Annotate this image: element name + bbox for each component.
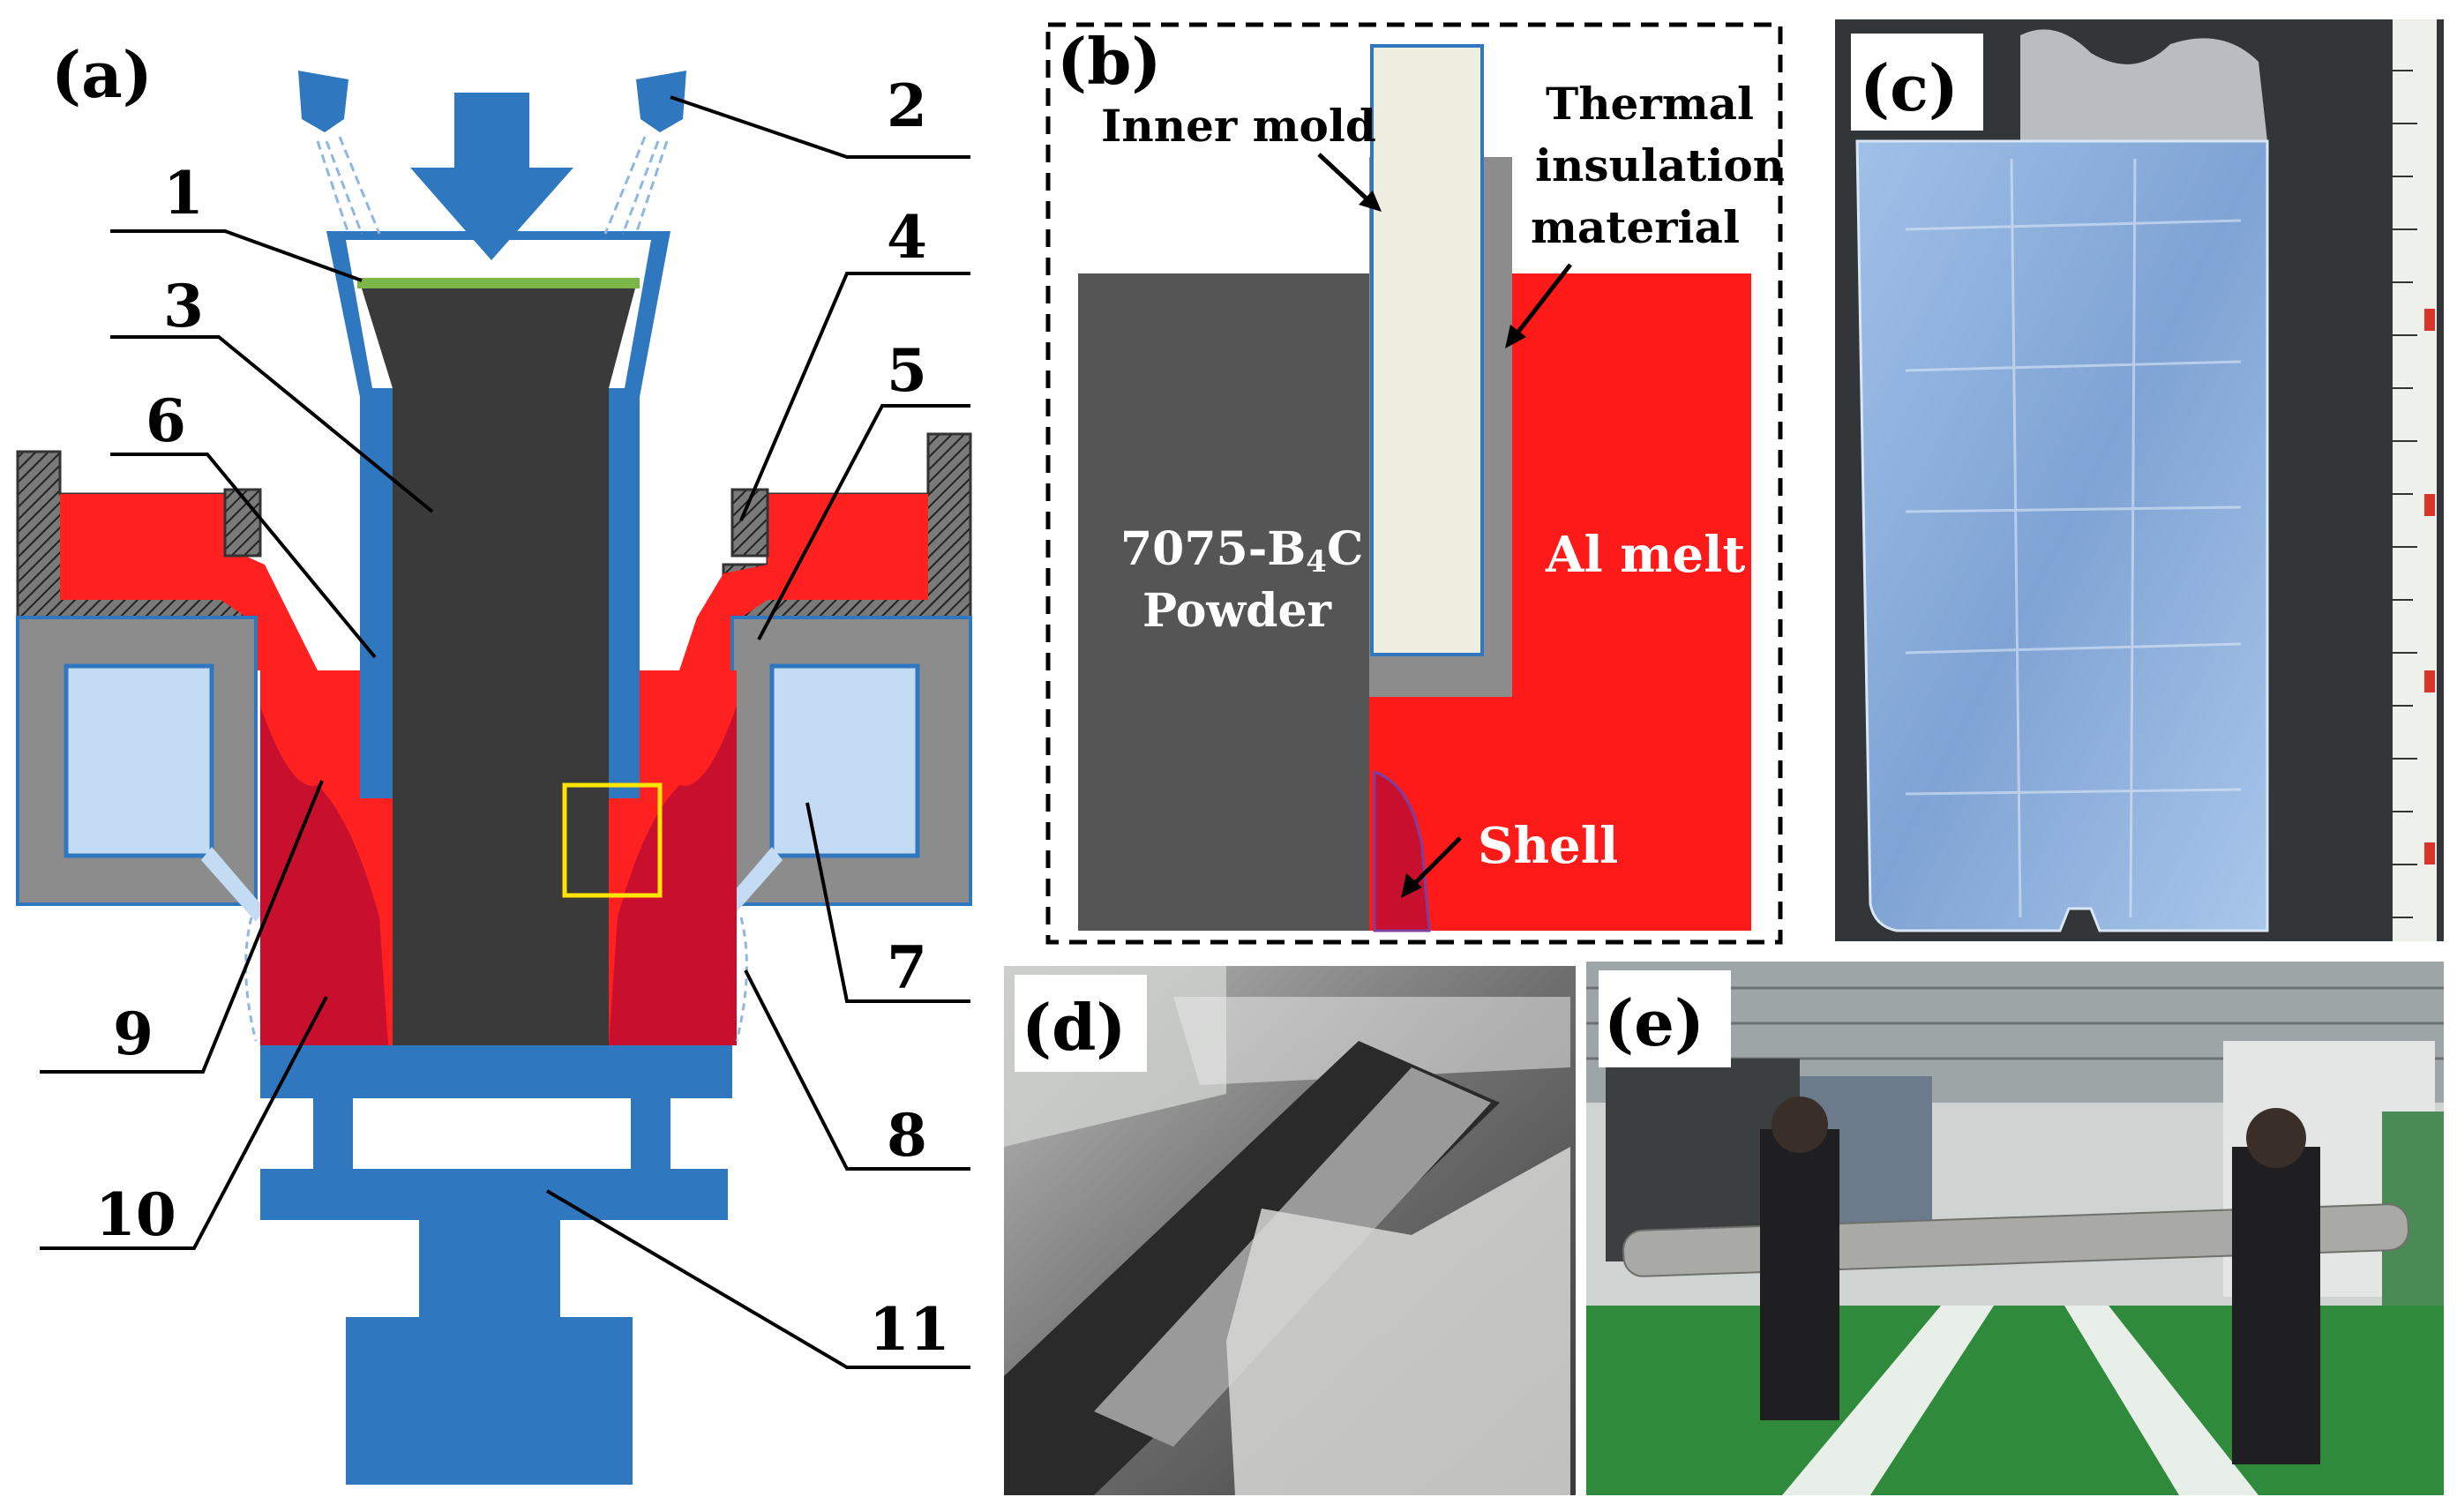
callout-9: 9 [113, 999, 154, 1068]
panel-a-schematic [16, 71, 972, 1485]
callout-1: 1 [163, 159, 204, 228]
left-plug [223, 488, 262, 558]
panel-d-casting-photo [1004, 966, 1576, 1495]
right-shell [609, 706, 737, 1045]
ruler [2393, 19, 2437, 941]
callout-11: 11 [869, 1295, 950, 1364]
callout-5: 5 [887, 336, 927, 405]
panel-label-b: (b) [1057, 24, 1161, 99]
panel-label-d: (d) [1022, 990, 1126, 1065]
al-melt-region [1509, 273, 1751, 931]
panel-label-e: (e) [1604, 985, 1704, 1060]
support-right [631, 1098, 670, 1169]
left-shell [260, 706, 388, 1045]
panel-b-frame [1045, 22, 1783, 945]
dummy-bar-plate [260, 1045, 732, 1098]
highlight-box [562, 782, 663, 898]
panel-c-ingot-photo [1835, 19, 2444, 941]
right-melt-channel [679, 494, 928, 670]
green-powder-surface [357, 278, 640, 288]
callout-4: 4 [887, 203, 927, 272]
thermal-label-3: material [1531, 201, 1740, 253]
thermal-label-1: Thermal [1546, 78, 1754, 130]
al-melt-label: Al melt [1545, 526, 1745, 584]
support-left [313, 1098, 353, 1169]
callout-6: 6 [146, 386, 186, 455]
right-dashed-spray [735, 917, 748, 1042]
right-cooling-chamber [769, 663, 920, 858]
person-right [2232, 1147, 2320, 1464]
ingot-top-rough [2020, 29, 2267, 142]
shell-label: Shell [1478, 817, 1618, 875]
inner-mold-bar [1370, 44, 1484, 656]
ram-stem [419, 1220, 560, 1317]
callout-2: 2 [887, 71, 927, 140]
right-nozzle-icon [603, 71, 686, 235]
callout-7: 7 [887, 933, 927, 1002]
callout-10: 10 [95, 1180, 176, 1249]
down-arrow-icon [410, 93, 573, 260]
thermal-label-2: insulation [1535, 139, 1785, 191]
callout-3: 3 [163, 272, 204, 341]
panel-label-c: (c) [1860, 50, 1959, 125]
left-cooling-chamber [64, 663, 214, 858]
powder-region [1078, 273, 1369, 931]
panel-e-workshop-photo [1586, 962, 2444, 1495]
powder-label-1: 7075-B4C [1120, 522, 1363, 580]
person-left [1760, 1129, 1839, 1420]
powder-label-2: Powder [1142, 584, 1332, 638]
left-dashed-spray [244, 917, 258, 1042]
inner-mold-label: Inner mold [1101, 100, 1376, 152]
dark-powder-core [362, 288, 635, 1050]
left-water-jet [201, 847, 265, 922]
lower-plate [260, 1169, 728, 1220]
ingot-body [1855, 139, 2269, 932]
callout-8: 8 [887, 1101, 927, 1170]
leader-lines [40, 95, 970, 1369]
left-nozzle-icon [298, 71, 381, 235]
ram-base [346, 1317, 633, 1485]
panel-b-detail [1045, 22, 1783, 945]
panel-label-a: (a) [51, 37, 153, 112]
